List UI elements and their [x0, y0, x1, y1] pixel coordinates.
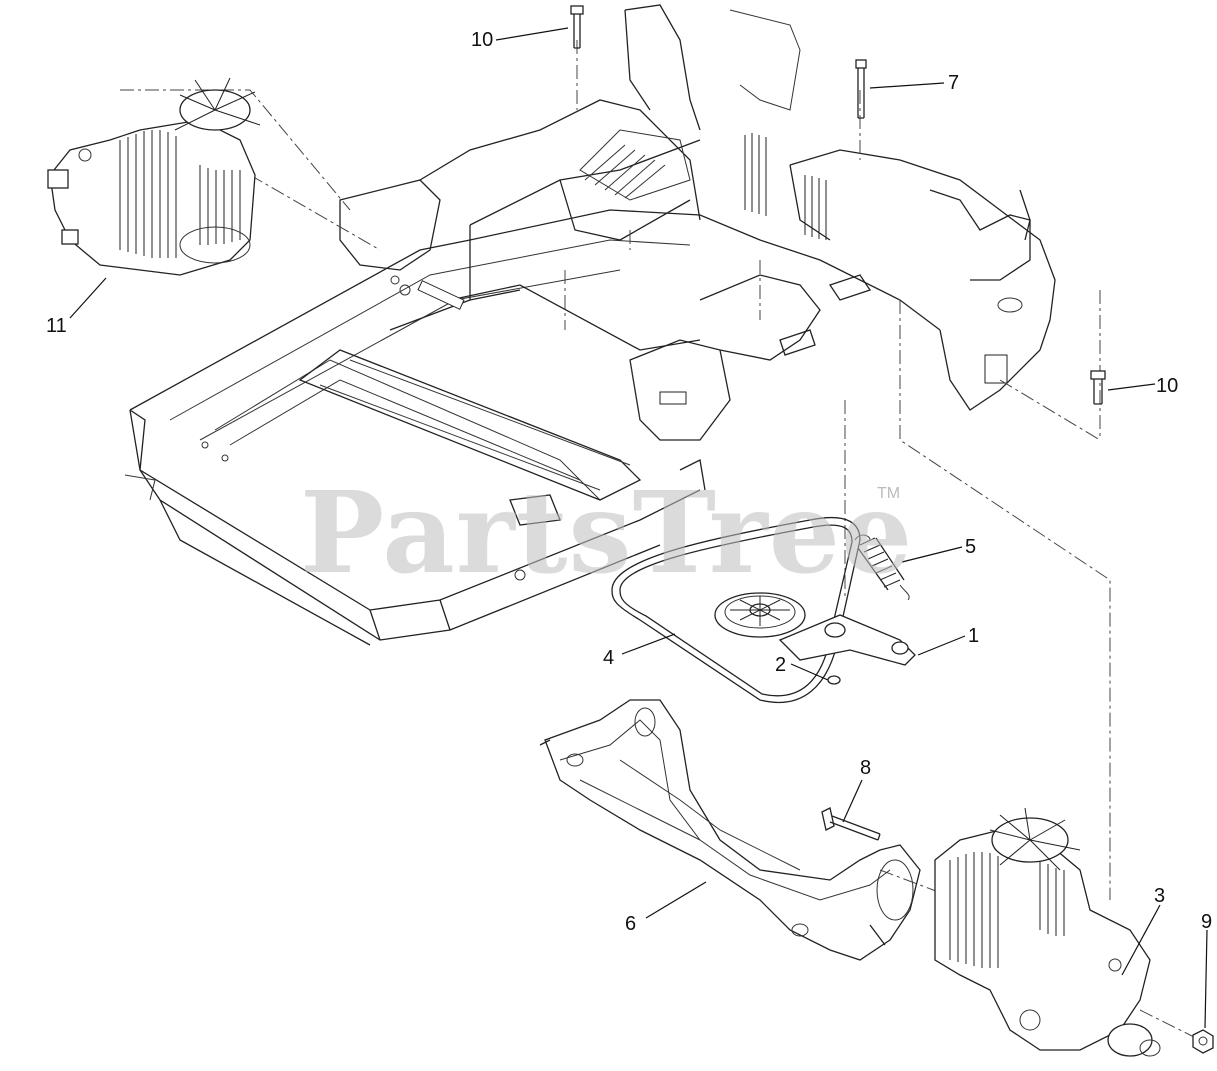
main-frame: [124, 4, 1056, 646]
nut-9: [1192, 1029, 1214, 1054]
nut-2: [827, 675, 841, 685]
callout-4: 4: [603, 647, 615, 669]
hydro-transaxle-right: [934, 807, 1161, 1057]
callout-8: 8: [860, 757, 872, 779]
idler-pulley-assembly: [714, 592, 916, 666]
callout-6: 6: [625, 913, 637, 935]
callout-3: 3: [1154, 885, 1166, 907]
callout-2: 2: [775, 654, 787, 676]
callout-10-right: 10: [1156, 375, 1179, 397]
bolt-10-right: [1090, 370, 1106, 405]
callout-10-top: 10: [471, 29, 494, 51]
callout-9: 9: [1201, 911, 1213, 933]
trademark-symbol: TM: [877, 485, 901, 502]
callout-1: 1: [968, 625, 980, 647]
sub-frame: [539, 699, 921, 961]
bolt-10-top: [570, 5, 584, 49]
bolt-7: [855, 59, 867, 119]
assembly-lines: [120, 40, 1201, 1041]
callout-11: 11: [46, 315, 67, 337]
bolt-8: [821, 807, 881, 841]
drive-belt: [611, 516, 861, 704]
callout-5: 5: [965, 536, 977, 558]
callout-7: 7: [948, 72, 960, 94]
leader-lines: [69, 27, 1208, 1029]
extension-spring: [854, 534, 910, 601]
hydro-transaxle-left: [47, 77, 261, 276]
